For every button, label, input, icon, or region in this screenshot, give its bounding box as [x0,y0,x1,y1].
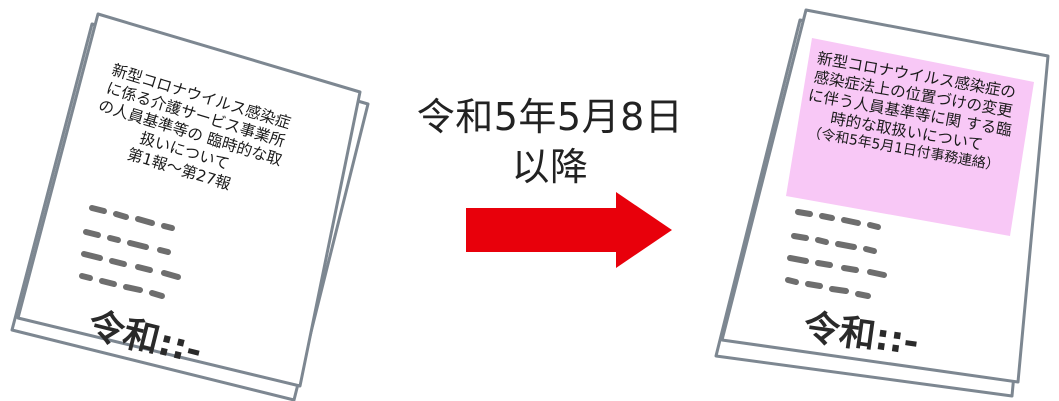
transition-date-line: 令和5年5月8日 [416,95,684,139]
left-doc-scribbles [79,205,181,299]
transition-date-line: 以降 [511,145,589,190]
right-doc-highlight [786,38,1034,236]
transition-arrow-icon [466,192,672,268]
left-doc-front-sheet [16,12,362,388]
transition-date-label: 令和5年5月8日 以降 [400,92,700,192]
arrow-shape [466,192,672,268]
right-doc-scribbles [785,209,887,299]
